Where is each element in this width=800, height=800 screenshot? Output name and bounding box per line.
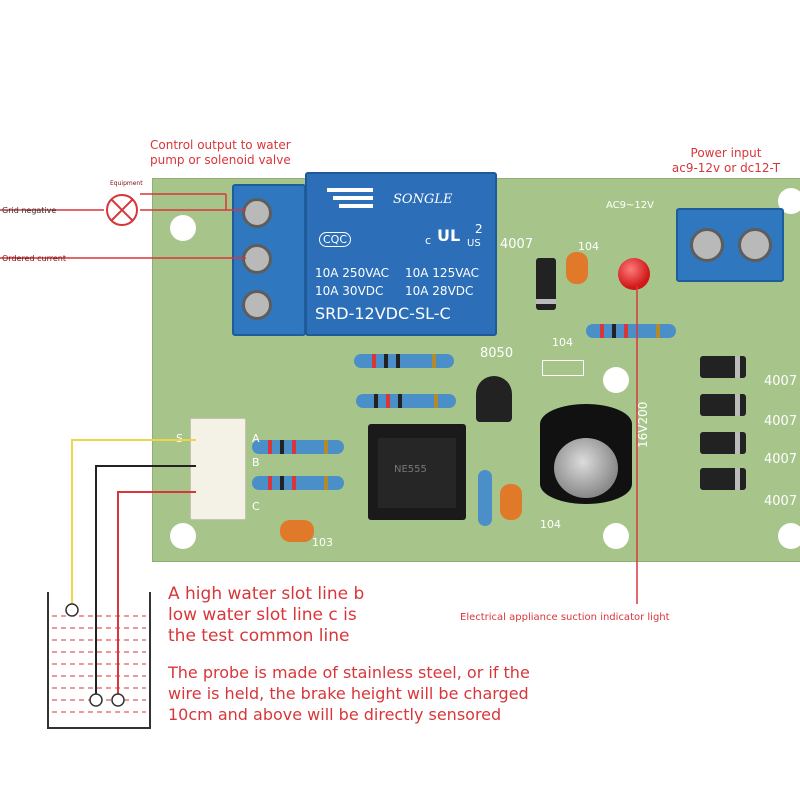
power-input-line2: ac9-12v or dc12-T xyxy=(671,161,781,175)
ceramic-capacitor xyxy=(566,252,588,284)
power-input-label: Power input ac9-12v or dc12-T xyxy=(652,146,800,176)
terminal-screw xyxy=(242,198,272,228)
diode xyxy=(700,394,746,416)
resistor xyxy=(252,440,344,454)
probe-line-1: A high water slot line b xyxy=(168,584,365,604)
diode xyxy=(700,432,746,454)
terminal-screw xyxy=(242,290,272,320)
resistor xyxy=(356,394,456,408)
power-terminal-block xyxy=(676,208,784,282)
ic-label: NE555 xyxy=(394,464,427,475)
diode-label-2: 4007 xyxy=(764,414,798,429)
resistor xyxy=(354,354,454,368)
terminal-screw xyxy=(690,228,724,262)
steel-line-2: wire is held, the brake height will be c… xyxy=(168,684,529,703)
probe-explanation: A high water slot line b low water slot … xyxy=(168,584,364,647)
transistor xyxy=(476,376,512,422)
diode-top-label: 4007 xyxy=(500,237,534,252)
relay-cqc: CQC xyxy=(319,232,352,247)
diode xyxy=(700,356,746,378)
cap-104-label-b: 104 xyxy=(552,336,573,349)
mounting-hole xyxy=(603,523,629,549)
power-input-line1: Power input xyxy=(690,146,762,160)
steel-explanation: The probe is made of stainless steel, or… xyxy=(168,662,530,725)
live-wire-label: Ordered current xyxy=(2,254,66,263)
diode-label-4: 4007 xyxy=(764,494,798,509)
diode-label-3: 4007 xyxy=(764,452,798,467)
relay-number: 2 xyxy=(475,222,483,236)
connector-label-s: S xyxy=(176,432,183,445)
diode-label-1: 4007 xyxy=(764,374,798,389)
terminal-screw xyxy=(738,228,772,262)
transistor-label: 8050 xyxy=(480,346,514,361)
vertical-resistor xyxy=(478,470,492,526)
relay-cert-us: US xyxy=(467,238,481,249)
control-output-line2: pump or solenoid valve xyxy=(150,153,291,167)
indicator-light-label: Electrical appliance suction indicator l… xyxy=(460,612,670,623)
ceramic-capacitor xyxy=(280,520,314,542)
probe-line-3: the test common line xyxy=(168,626,350,646)
steel-line-3: 10cm and above will be directly sensored xyxy=(168,705,502,724)
probe-line-2: low water slot line c is xyxy=(168,605,357,625)
relay-rating-2: 10A 125VAC xyxy=(405,266,480,280)
control-output-label: Control output to water pump or solenoid… xyxy=(150,138,291,168)
red-led-icon xyxy=(618,258,650,290)
relay-brand: SONGLE xyxy=(393,192,453,207)
connector-label-c: C xyxy=(252,500,260,513)
vertical-diode xyxy=(536,258,556,310)
relay-rating-4: 10A 28VDC xyxy=(405,284,474,298)
mounting-hole xyxy=(778,523,800,549)
cap-104-label-a: 104 xyxy=(578,240,599,253)
transistor-pad xyxy=(542,360,584,376)
control-output-line1: Control output to water xyxy=(150,138,291,152)
ac-voltage-label: AC9~12V xyxy=(606,200,654,211)
relay-logo-stripes xyxy=(327,188,373,210)
connector-label-b: B xyxy=(252,456,260,469)
probe-connector xyxy=(190,418,246,520)
cap-104-label-c: 104 xyxy=(540,518,561,531)
relay-rating-1: 10A 250VAC xyxy=(315,266,390,280)
neutral-wire-label: Grid negative xyxy=(2,206,57,215)
relay-rating-3: 10A 30VDC xyxy=(315,284,384,298)
steel-line-1: The probe is made of stainless steel, or… xyxy=(168,663,530,682)
electrolytic-capacitor xyxy=(540,404,632,504)
relay: SONGLE CQC c UL 2 US 10A 250VAC 10A 125V… xyxy=(305,172,497,336)
mounting-hole xyxy=(170,523,196,549)
cap-103-label: 103 xyxy=(312,536,333,549)
mounting-hole xyxy=(603,367,629,393)
equipment-label: Equipment xyxy=(110,180,143,187)
mounting-hole xyxy=(778,188,800,214)
relay-ul-mark: UL xyxy=(437,226,461,245)
ic-socket: NE555 xyxy=(368,424,466,520)
ceramic-capacitor xyxy=(500,484,522,520)
relay-cert-c: c xyxy=(425,234,432,247)
connector-label-a: A xyxy=(252,432,260,445)
lamp-x-icon xyxy=(106,194,138,226)
mounting-hole xyxy=(170,215,196,241)
terminal-screw xyxy=(242,244,272,274)
relay-model: SRD-12VDC-SL-C xyxy=(315,304,451,323)
resistor xyxy=(252,476,344,490)
diode xyxy=(700,468,746,490)
resistor xyxy=(586,324,676,338)
